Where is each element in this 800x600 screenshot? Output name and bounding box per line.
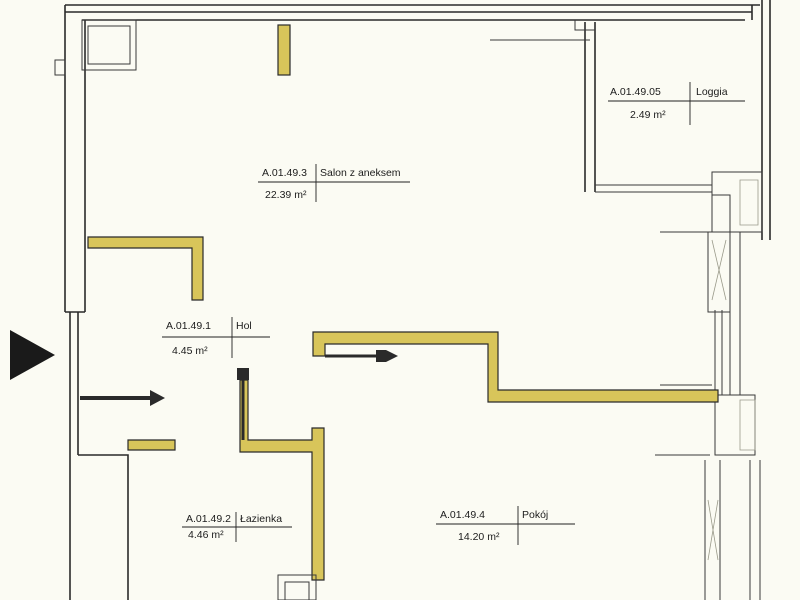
room-label-lazienka: A.01.49.2 Łazienka 4.46 m²: [182, 512, 292, 542]
entrance-arrow-icon: [10, 330, 55, 380]
door-arrows: [80, 350, 398, 440]
room-area: 4.45 m²: [172, 345, 208, 357]
room-code: A.01.49.1: [166, 320, 211, 332]
room-label-salon: A.01.49.3 Salon z aneksem 22.39 m²: [258, 164, 410, 202]
door-arrow-icon: [386, 350, 398, 362]
room-name: Salon z aneksem: [320, 167, 401, 179]
room-name: Pokój: [522, 509, 548, 521]
room-area: 4.46 m²: [188, 529, 224, 541]
room-area: 22.39 m²: [265, 189, 307, 201]
ventilation-shaft: [81, 19, 137, 71]
room-code: A.01.49.2: [186, 513, 231, 525]
room-code: A.01.49.05: [610, 86, 661, 98]
room-code: A.01.49.4: [440, 509, 485, 521]
room-name: Hol: [236, 320, 252, 332]
right-wall-windows: [655, 231, 756, 600]
loggia-outline: [490, 20, 763, 233]
room-name: Loggia: [696, 86, 728, 98]
outer-walls: [54, 0, 771, 600]
room-label-pokoj: A.01.49.4 Pokój 14.20 m²: [436, 506, 575, 545]
interior-walls: [87, 24, 719, 581]
room-code: A.01.49.3: [262, 167, 307, 179]
room-label-loggia: A.01.49.05 Loggia 2.49 m²: [608, 82, 745, 125]
room-area: 14.20 m²: [458, 531, 500, 543]
entrance-door: [10, 312, 79, 400]
room-label-hol: A.01.49.1 Hol 4.45 m²: [162, 317, 270, 358]
door-arrow-icon: [150, 390, 165, 406]
bathroom-fixture: [277, 574, 317, 600]
room-name: Łazienka: [240, 513, 282, 525]
room-area: 2.49 m²: [630, 109, 666, 121]
